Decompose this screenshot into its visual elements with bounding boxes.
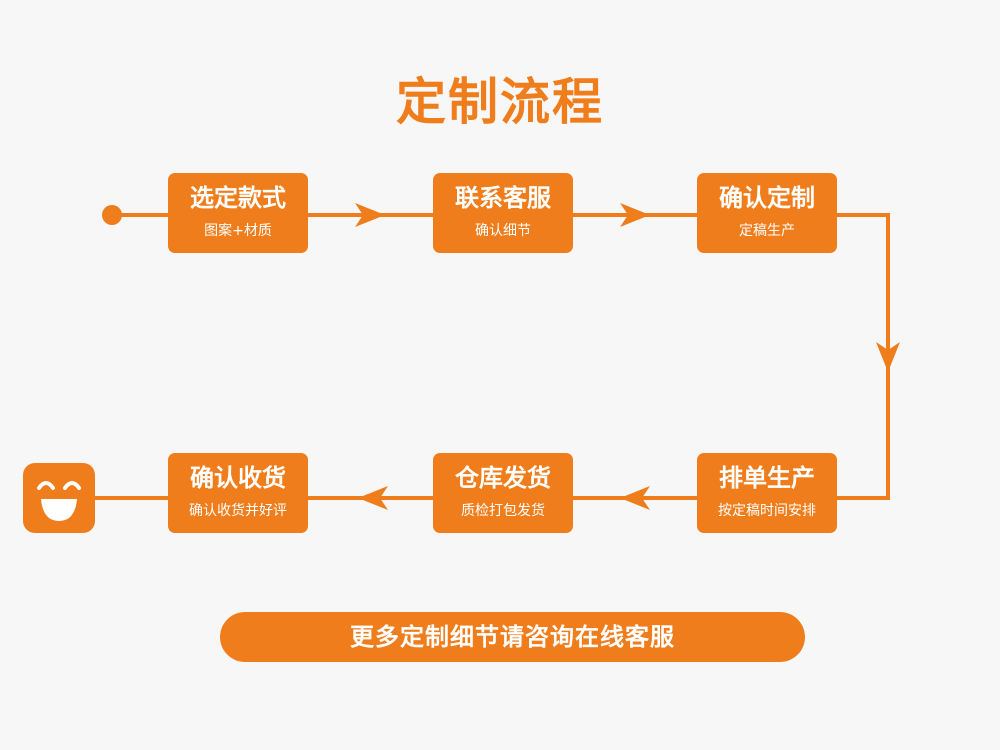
step-subtitle: 质检打包发货 [461,503,545,519]
step-title: 联系客服 [455,184,551,212]
step-title: 排单生产 [719,464,815,492]
arrow-right-icon [355,203,385,227]
step-contact-service: 联系客服 确认细节 [433,173,573,253]
contact-service-banner[interactable]: 更多定制细节请咨询在线客服 [220,612,805,662]
step-subtitle: 定稿生产 [739,223,795,239]
step-select-style: 选定款式 图案+材质 [168,173,308,253]
step-subtitle: 按定稿时间安排 [718,503,816,519]
smiley-face-icon [23,463,95,533]
arrow-left-icon [620,486,650,510]
step-subtitle: 图案+材质 [204,223,272,239]
arrow-right-icon [620,203,650,227]
step-title: 确认收货 [190,464,286,492]
step-warehouse-shipping: 仓库发货 质检打包发货 [433,453,573,533]
step-title: 确认定制 [719,184,815,212]
step-title: 仓库发货 [455,464,551,492]
arrow-left-icon [358,486,388,510]
step-schedule-production: 排单生产 按定稿时间安排 [697,453,837,533]
step-title: 选定款式 [190,184,286,212]
step-confirm-receipt: 确认收货 确认收货并好评 [168,453,308,533]
step-subtitle: 确认细节 [475,223,531,239]
page-title: 定制流程 [396,73,604,131]
arrow-down-icon [876,342,900,372]
step-subtitle: 确认收货并好评 [189,503,287,519]
start-dot-icon [102,205,122,225]
step-confirm-customization: 确认定制 定稿生产 [697,173,837,253]
